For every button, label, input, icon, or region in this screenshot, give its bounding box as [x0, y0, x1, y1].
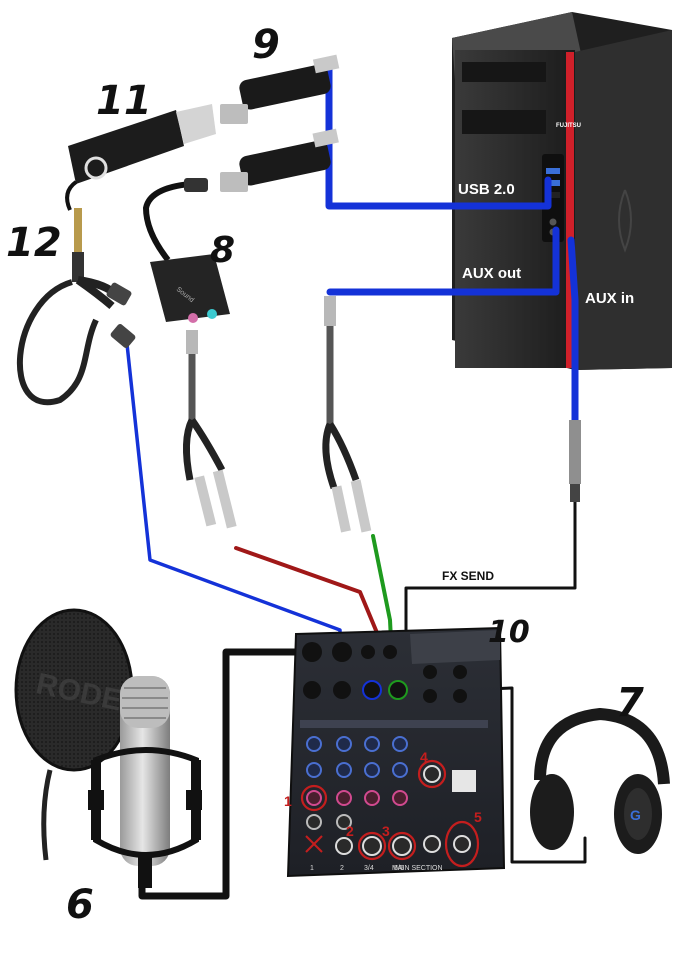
svg-text:G: G	[630, 807, 641, 823]
aux-plug-fx	[569, 420, 581, 502]
usb-adapter-top	[220, 54, 340, 124]
usb-adapter-bottom	[220, 128, 339, 192]
usb-sound-card: Sound	[142, 178, 230, 323]
fx-send-cable	[404, 498, 577, 642]
channel-label-2: 2	[340, 865, 344, 872]
fx-send-label: FX SEND	[442, 569, 494, 583]
label-number-7: 7	[616, 680, 644, 726]
usb-dongle	[65, 104, 216, 211]
main-section-label: MAIN SECTION	[392, 865, 443, 872]
pc-red-accent	[566, 52, 574, 368]
annotation-ring-1	[300, 784, 328, 812]
label-number-10: 10	[488, 615, 530, 650]
aux-in-cable	[567, 236, 579, 424]
aux-out-label: AUX out	[462, 265, 521, 282]
label-number-6: 6	[66, 882, 94, 928]
y-splitter	[16, 208, 136, 406]
knob-number-1: 1	[284, 793, 292, 809]
headphones: G	[530, 707, 670, 854]
usb-label: USB 2.0	[458, 181, 515, 198]
knob-number-4: 4	[420, 749, 428, 765]
channel-label-5-6: 5/6	[394, 865, 404, 872]
label-number-9: 9	[252, 22, 280, 68]
microphone: RODE	[14, 608, 202, 888]
knob-number-2: 2	[346, 823, 354, 839]
channel-label-3-4: 3/4	[364, 865, 374, 872]
knob-number-5: 5	[474, 809, 482, 825]
mixer: MAIN SECTION 1 2 3/4 5/6	[286, 626, 506, 878]
annotation-ring-3	[387, 831, 417, 861]
aux-out-cable	[326, 226, 560, 296]
pc-brand-text: FUJITSU	[556, 123, 581, 129]
aux-plug-sound-card	[183, 330, 237, 529]
annotation-ring-4	[417, 759, 447, 789]
aux-plug-pc	[322, 296, 372, 533]
mixer-channel-labels: 1 2 3/4 5/6	[310, 865, 404, 872]
label-number-11: 11	[96, 78, 152, 124]
label-number-8: 8	[210, 230, 235, 271]
annotation-ring-2	[357, 831, 387, 861]
label-number-12: 12	[6, 220, 62, 266]
knob-number-3: 3	[382, 823, 390, 839]
mixer-knobs	[306, 736, 471, 856]
aux-in-label: AUX in	[585, 290, 634, 307]
annotation-ring-5	[444, 820, 480, 868]
channel-label-1: 1	[310, 865, 314, 872]
